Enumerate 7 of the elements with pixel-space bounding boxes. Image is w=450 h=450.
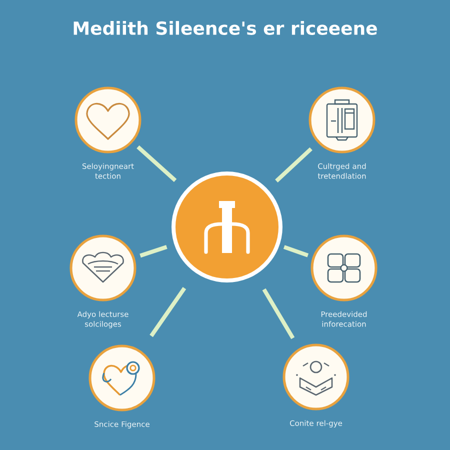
- connector-line: [136, 145, 177, 182]
- title: Mediith Sileence's er riceeene: [74, 21, 377, 35]
- connector-line: [283, 245, 309, 258]
- connector-line: [262, 288, 295, 340]
- connector-line: [150, 287, 186, 338]
- connector-line: [275, 147, 312, 182]
- connector-line: [140, 245, 168, 258]
